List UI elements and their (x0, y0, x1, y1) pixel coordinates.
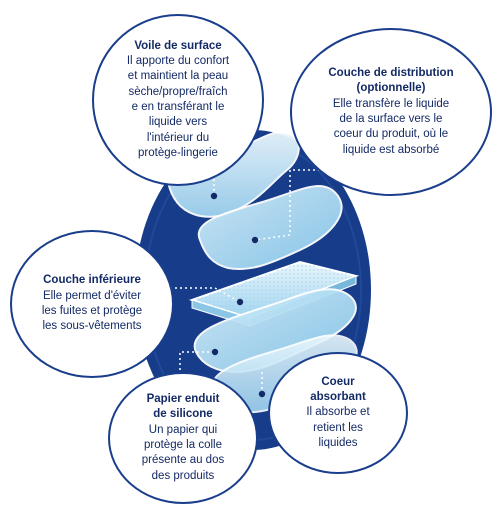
surface-veil-title: Voile de surface (134, 39, 222, 52)
absorbent-core-title: Coeur absorbant (310, 375, 366, 404)
absorbent-core-text: Il absorbe et retient les liquides (306, 406, 370, 449)
silicone-paper-callout: Papier enduit de silicone Un papier qui … (108, 372, 258, 504)
lower-layer-title: Couche inférieure (43, 274, 141, 287)
distribution-layer (197, 185, 343, 270)
lower-layer-callout: Couche inférieure Elle permet d'éviter l… (10, 230, 174, 378)
silicone-paper-text: Un papier qui protège la colle présente … (141, 423, 225, 482)
silicone-paper-title: Papier enduit de silicone (146, 393, 220, 421)
absorbent-core-callout: Coeur absorbant Il absorbe et retient le… (268, 352, 408, 474)
surface-veil-callout: Voile de surface Il apporte du confort e… (92, 14, 264, 186)
connector-dots (210, 192, 266, 398)
distribution-layer-callout: Couche de distribution (optionnelle) Ell… (290, 28, 492, 196)
distribution-layer-text: Elle transfère le liquide de la surface … (332, 97, 450, 156)
lower-layer-text: Elle permet d'éviter les fuites et protè… (41, 289, 143, 333)
distribution-layer-title: Couche de distribution (optionnelle) (328, 67, 454, 95)
surface-veil-text: Il apporte du confort et maintient la pe… (126, 55, 230, 159)
